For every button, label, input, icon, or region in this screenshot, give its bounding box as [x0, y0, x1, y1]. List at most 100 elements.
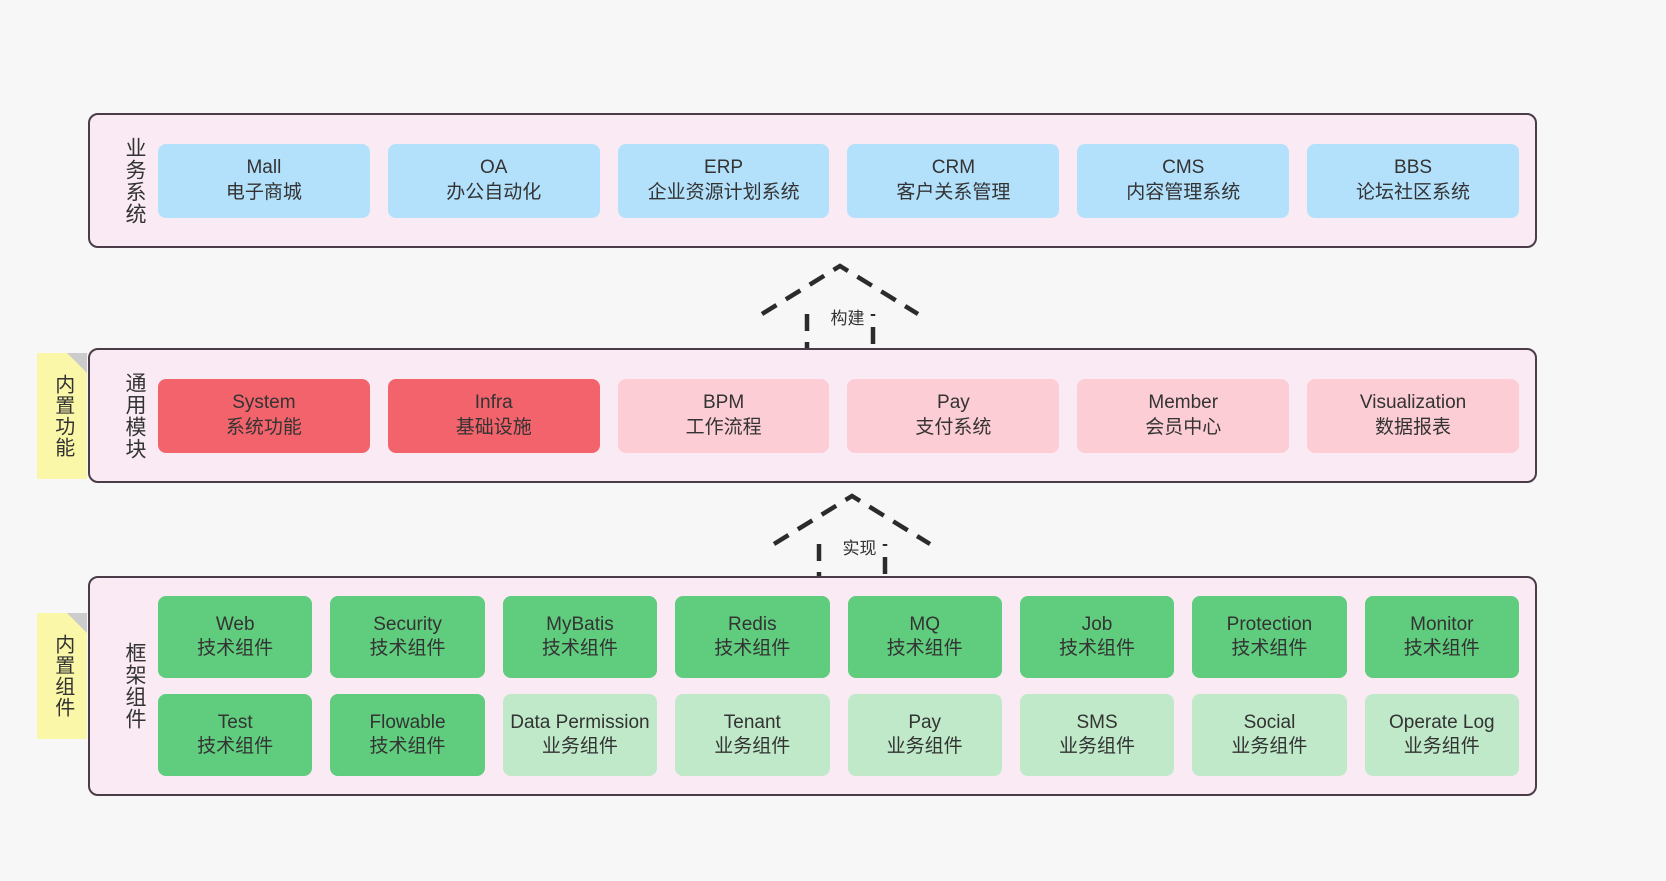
node-label-cn: 技术组件	[1403, 638, 1480, 659]
node-job[interactable]: Job 技术组件	[1019, 596, 1175, 678]
note-fold-corner-icon	[67, 353, 87, 373]
node-web[interactable]: Web 技术组件	[158, 596, 313, 678]
node-label-en: SMS	[1076, 711, 1118, 733]
node-label-en: Test	[217, 711, 253, 733]
node-label-cn: 论坛社区系统	[1356, 181, 1471, 203]
node-member[interactable]: Member 会员中心	[1077, 378, 1290, 453]
node-label-cn: 内容管理系统	[1126, 181, 1241, 203]
arrow-label-implement: 实现	[842, 539, 877, 558]
note-label: 内置组件	[51, 634, 74, 718]
node-label-en: Visualization	[1359, 392, 1467, 414]
node-label-cn: 业务组件	[714, 736, 791, 757]
node-label-en: BPM	[702, 392, 745, 414]
node-sms[interactable]: SMS 业务组件	[1019, 694, 1175, 776]
note-fold-corner-icon	[67, 613, 87, 633]
node-oa[interactable]: OA 办公自动化	[387, 143, 600, 218]
node-infra[interactable]: Infra 基础设施	[387, 378, 600, 453]
node-crm[interactable]: CRM 客户关系管理	[847, 143, 1060, 218]
node-label-en: Mall	[246, 157, 282, 179]
node-label-en: Protection	[1226, 613, 1313, 635]
node-tenant[interactable]: Tenant 业务组件	[675, 694, 830, 776]
node-label-en: Operate Log	[1388, 711, 1495, 733]
node-label-en: Web	[215, 613, 255, 635]
node-label-en: Pay	[937, 392, 970, 414]
node-visualization[interactable]: Visualization 数据报表	[1307, 378, 1519, 453]
node-label-en: Social	[1243, 711, 1296, 733]
arrow-label-build: 构建	[830, 309, 865, 328]
node-pay-business[interactable]: Pay 业务组件	[847, 694, 1002, 776]
node-label-cn: 基础设施	[455, 416, 532, 438]
node-social[interactable]: Social 业务组件	[1192, 694, 1347, 776]
node-label-cn: 技术组件	[541, 638, 618, 659]
node-label-en: CRM	[931, 157, 976, 179]
layer-business-systems: 业务系统 Mall 电子商城 OA 办公自动化 ERP 企业资源计划系统 CRM…	[88, 113, 1537, 248]
layer-title-business: 业务系统	[123, 136, 146, 225]
node-label-cn: 办公自动化	[446, 181, 542, 203]
generalization-arrow-build: 构建	[760, 262, 920, 355]
node-protection[interactable]: Protection 技术组件	[1192, 596, 1347, 678]
generalization-arrow-implement: 实现	[772, 492, 932, 585]
node-label-cn: 技术组件	[714, 638, 791, 659]
node-mybatis[interactable]: MyBatis 技术组件	[502, 596, 658, 678]
layer-title-common: 通用模块	[123, 371, 146, 460]
node-label-cn: 电子商城	[225, 181, 302, 203]
note-label: 内置功能	[51, 374, 74, 458]
node-label-cn: 数据报表	[1375, 416, 1452, 438]
layer-business-boxes: Mall 电子商城 OA 办公自动化 ERP 企业资源计划系统 CRM 客户关系…	[152, 143, 1525, 218]
node-bbs[interactable]: BBS 论坛社区系统	[1307, 143, 1519, 218]
node-label-cn: 技术组件	[1231, 638, 1308, 659]
box-row: Test 技术组件 Flowable 技术组件 Data Permission …	[158, 694, 1519, 776]
node-monitor[interactable]: Monitor 技术组件	[1364, 596, 1519, 678]
node-label-cn: 技术组件	[886, 638, 963, 659]
node-label-cn: 业务组件	[1231, 736, 1308, 757]
node-label-en: CMS	[1162, 157, 1205, 179]
node-redis[interactable]: Redis 技术组件	[675, 596, 830, 678]
node-erp[interactable]: ERP 企业资源计划系统	[617, 143, 830, 218]
node-label-cn: 业务组件	[1403, 736, 1480, 757]
box-row: Web 技术组件 Security 技术组件 MyBatis 技术组件 Redi…	[158, 596, 1519, 678]
node-label-en: MQ	[909, 613, 940, 635]
node-label-en: Member	[1148, 392, 1219, 414]
node-label-en: BBS	[1394, 157, 1433, 179]
note-builtin-components: 内置组件	[37, 613, 87, 739]
node-data-permission[interactable]: Data Permission 业务组件	[502, 694, 658, 776]
node-label-cn: 支付系统	[915, 416, 992, 438]
node-mall[interactable]: Mall 电子商城	[158, 143, 370, 218]
node-cms[interactable]: CMS 内容管理系统	[1077, 143, 1290, 218]
node-label-en: MyBatis	[546, 613, 614, 635]
node-label-en: Infra	[474, 392, 513, 414]
node-label-cn: 业务组件	[541, 736, 618, 757]
box-row: System 系统功能 Infra 基础设施 BPM 工作流程 Pay 支付系统…	[158, 378, 1519, 453]
node-label-en: OA	[480, 157, 508, 179]
node-label-en: Security	[373, 613, 442, 635]
node-label-cn: 技术组件	[197, 736, 274, 757]
node-system[interactable]: System 系统功能	[158, 378, 370, 453]
node-label-cn: 会员中心	[1145, 416, 1222, 438]
node-label-cn: 业务组件	[1059, 736, 1136, 757]
node-test[interactable]: Test 技术组件	[158, 694, 313, 776]
node-flowable[interactable]: Flowable 技术组件	[330, 694, 485, 776]
node-label-en: Redis	[728, 613, 777, 635]
node-label-cn: 客户关系管理	[896, 181, 1011, 203]
node-label-cn: 技术组件	[1059, 638, 1136, 659]
node-label-cn: 业务组件	[886, 736, 963, 757]
node-label-cn: 系统功能	[225, 416, 302, 438]
layer-framework-components: 框架组件 Web 技术组件 Security 技术组件 MyBatis 技术组件…	[88, 576, 1537, 796]
note-builtin-features: 内置功能	[37, 353, 87, 479]
node-label-en: System	[232, 392, 296, 414]
node-pay[interactable]: Pay 支付系统	[847, 378, 1060, 453]
node-label-en: Flowable	[369, 711, 446, 733]
node-mq[interactable]: MQ 技术组件	[847, 596, 1002, 678]
node-label-en: Monitor	[1410, 613, 1474, 635]
node-label-en: Pay	[908, 711, 942, 733]
node-label-en: Job	[1081, 613, 1113, 635]
node-label-cn: 技术组件	[369, 638, 446, 659]
node-label-en: Data Permission	[510, 711, 650, 733]
node-label-en: Tenant	[723, 711, 781, 733]
node-label-cn: 技术组件	[197, 638, 274, 659]
layer-framework-boxes: Web 技术组件 Security 技术组件 MyBatis 技术组件 Redi…	[152, 596, 1525, 776]
node-label-en: ERP	[704, 157, 744, 179]
node-bpm[interactable]: BPM 工作流程	[617, 378, 830, 453]
node-operate-log[interactable]: Operate Log 业务组件	[1364, 694, 1519, 776]
node-security[interactable]: Security 技术组件	[330, 596, 485, 678]
